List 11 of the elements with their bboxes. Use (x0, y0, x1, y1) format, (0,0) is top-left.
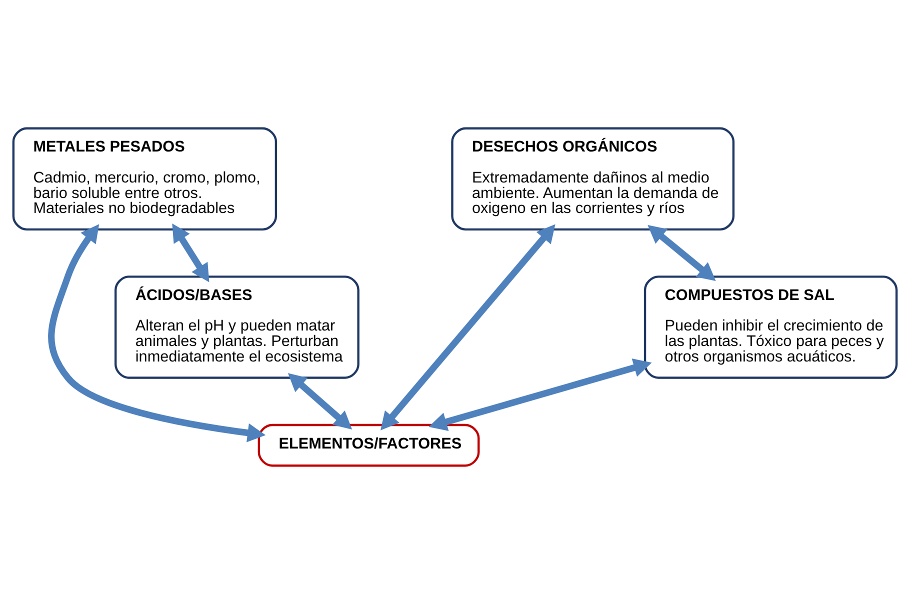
arrow (428, 358, 652, 432)
node-box: COMPUESTOS DE SAL Pueden inhibir el crecimiento de las plantas. Tóxico para peces y otros organismos acuáticos. (644, 276, 898, 379)
arrow (172, 223, 210, 282)
node-box: ELEMENTOS/FACTORES (258, 424, 480, 467)
arrow (648, 224, 716, 281)
arrow (288, 373, 352, 430)
node-box: METALES PESADOS Cadmio, mercurio, cromo, plomo, bario soluble entre otros. Materiales no biodegradables (12, 127, 278, 231)
node-box: DESECHOS ORGÁNICOS Extremadamente dañinos al medio ambiente. Aumentan la demanda de oxigeno en las corrientes y ríos (451, 127, 735, 231)
arrow (380, 224, 556, 430)
arrow (48, 224, 266, 442)
node-box: ÁCIDOS/BASES Alteran el pH y pueden matar animales y plantas. Perturban inmediatamente el ecosistema (114, 276, 360, 379)
